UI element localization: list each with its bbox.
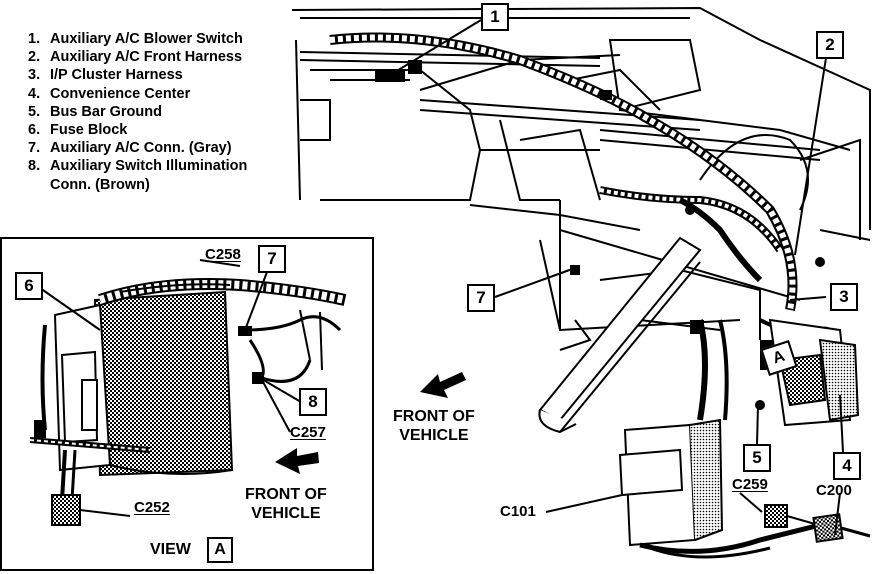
view-a-frame [0, 237, 374, 571]
c101-connector [618, 418, 821, 559]
callout-4: 4 [833, 452, 861, 480]
view-a-harness [98, 278, 347, 383]
convenience-center [768, 318, 860, 427]
view-title: VIEW [150, 541, 191, 558]
connector-label-c101: C101 [500, 503, 536, 520]
leader-lines [39, 19, 844, 536]
connector-label-c200: C200 [816, 482, 852, 499]
connector-label-c252: C252 [134, 499, 170, 516]
fuse-block-illustration [29, 290, 234, 526]
front-arrow-view [275, 448, 319, 474]
legend-item: 4.Convenience Center [28, 85, 191, 102]
legend: 1.Auxiliary A/C Blower Switch 2.Auxiliar… [28, 30, 247, 194]
legend-item: 7.Auxiliary A/C Conn. (Gray) [28, 140, 232, 157]
view-a-clips [34, 326, 264, 438]
callout-7-main: 7 [467, 284, 495, 312]
callout-2: 2 [816, 31, 844, 59]
front-arrow-main [420, 372, 466, 398]
legend-item: 1.Auxiliary A/C Blower Switch [28, 31, 243, 47]
callout-8: 8 [299, 388, 327, 416]
callout-1: 1 [481, 3, 509, 31]
view-letter-box: A [207, 537, 233, 563]
connector-label-c258: C258 [205, 246, 241, 263]
legend-item: 3.I/P Cluster Harness [28, 67, 183, 84]
dashboard-illustration [291, 6, 871, 351]
vent-lines [299, 51, 821, 161]
callout-5: 5 [743, 444, 771, 472]
callout-7-view: 7 [258, 245, 286, 273]
steering-column [538, 236, 702, 434]
legend-item: 6.Fuse Block [28, 122, 128, 139]
connector-label-c257: C257 [290, 424, 326, 441]
legend-item: 5.Bus Bar Ground [28, 103, 162, 120]
callout-3: 3 [830, 283, 858, 311]
callout-6: 6 [15, 272, 43, 300]
connector-label-c259: C259 [732, 476, 768, 493]
legend-item: 2.Auxiliary A/C Front Harness [28, 49, 243, 66]
